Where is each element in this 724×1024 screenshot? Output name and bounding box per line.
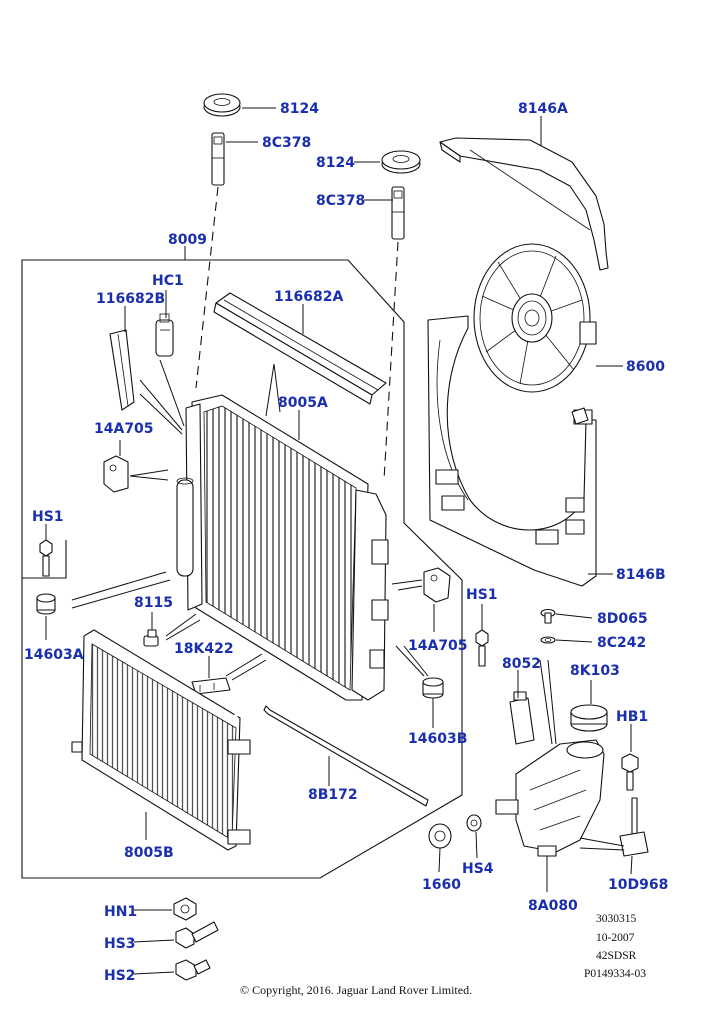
part-8124-top-icon	[203, 93, 241, 117]
part-HS1-left-screw-icon	[39, 539, 53, 577]
part-HB1-bolt-icon	[621, 753, 639, 791]
label-HN1: HN1	[104, 904, 137, 920]
part-HS1-right-screw-icon	[475, 629, 489, 667]
dashed-guide-left	[195, 186, 219, 389]
label-18K422: 18K422	[174, 641, 234, 657]
label-8124-top: 8124	[280, 101, 319, 117]
label-8600: 8600	[626, 359, 665, 375]
part-HS3-bolt-icon	[175, 921, 219, 949]
part-14603B-mount-icon	[422, 677, 444, 699]
label-8052: 8052	[502, 656, 541, 672]
meta-line-2: 10-2007	[596, 932, 635, 944]
part-8115-plug-icon	[143, 629, 159, 647]
copyright-notice: © Copyright, 2016. Jaguar Land Rover Lim…	[240, 983, 472, 997]
label-HB1: HB1	[616, 709, 648, 725]
label-116682A: 116682A	[274, 289, 343, 305]
part-8005A-radiator-icon	[176, 394, 389, 701]
dashed-guide-right	[383, 241, 399, 481]
part-116682B-seal-icon	[109, 329, 135, 411]
part-8C378-top-icon	[211, 132, 225, 186]
label-8C242: 8C242	[597, 635, 646, 651]
part-18K422-sensor-icon	[191, 677, 231, 695]
part-116682A-seal-icon	[213, 292, 387, 405]
drawing-reference-block: 3030315 10-2007 42SDSR P0149334-03	[584, 913, 646, 980]
part-8C378-mid-icon	[391, 186, 405, 240]
label-8D065: 8D065	[597, 611, 648, 627]
label-8C378-mid: 8C378	[316, 193, 365, 209]
label-116682B: 116682B	[96, 291, 165, 307]
label-8B172: 8B172	[308, 787, 358, 803]
part-8005B-condenser-icon	[71, 629, 297, 851]
label-8146A: 8146A	[518, 101, 568, 117]
label-HS2: HS2	[104, 968, 136, 984]
label-14A705-left: 14A705	[94, 421, 154, 437]
label-HS4: HS4	[462, 861, 494, 877]
label-8115: 8115	[134, 595, 173, 611]
label-14A705-right: 14A705	[408, 638, 468, 654]
part-10D968-bracket-icon	[619, 797, 649, 857]
label-8K103: 8K103	[570, 663, 620, 679]
assembly-outline	[21, 259, 463, 879]
part-8052-sensor-icon	[509, 691, 535, 745]
part-8K103-cap-icon	[570, 704, 608, 732]
part-HS2-bolt-icon	[175, 959, 211, 981]
part-8C242-ring-icon	[540, 636, 556, 644]
meta-line-3: 42SDSR	[596, 950, 637, 962]
label-14603B: 14603B	[408, 731, 467, 747]
leader-lines	[45, 107, 633, 975]
part-HN1-nut-icon	[173, 897, 197, 921]
part-8D065-bolt-icon	[540, 608, 556, 624]
part-HS4-screw-icon	[466, 814, 482, 832]
part-14A705-right-bracket-icon	[423, 567, 451, 603]
label-8146B: 8146B	[616, 567, 666, 583]
part-14A705-left-bracket-icon	[103, 455, 129, 493]
part-8146A-upper-shroud-icon	[439, 137, 609, 271]
label-8009: 8009	[168, 232, 207, 248]
label-8C378-top: 8C378	[262, 135, 311, 151]
label-1660: 1660	[422, 877, 461, 893]
label-HC1: HC1	[152, 273, 184, 289]
label-8005B: 8005B	[124, 845, 174, 861]
part-14603A-mount-icon	[36, 593, 56, 615]
label-14603A: 14603A	[24, 647, 84, 663]
label-8124-mid: 8124	[316, 155, 355, 171]
meta-line-1: 3030315	[596, 913, 637, 925]
part-8124-mid-icon	[381, 150, 421, 174]
part-8B172-seal-strip-icon	[263, 705, 429, 807]
meta-line-4: P0149334-03	[584, 968, 646, 980]
label-8A080: 8A080	[528, 898, 578, 914]
part-8146B-lower-shroud-icon	[427, 315, 597, 587]
part-8600-fan-icon	[473, 243, 597, 393]
part-1660-grommet-icon	[428, 823, 452, 849]
label-HS3: HS3	[104, 936, 136, 952]
label-10D968: 10D968	[608, 877, 668, 893]
label-8005A: 8005A	[278, 395, 328, 411]
callout-labels: 8124 8C378 8124 8C378 8146A 8009 HC1 116…	[24, 101, 668, 984]
part-HC1-clip-icon	[155, 313, 174, 357]
label-HS1-right: HS1	[466, 587, 498, 603]
label-HS1-left: HS1	[32, 509, 64, 525]
part-8A080-tank-icon	[495, 739, 605, 857]
